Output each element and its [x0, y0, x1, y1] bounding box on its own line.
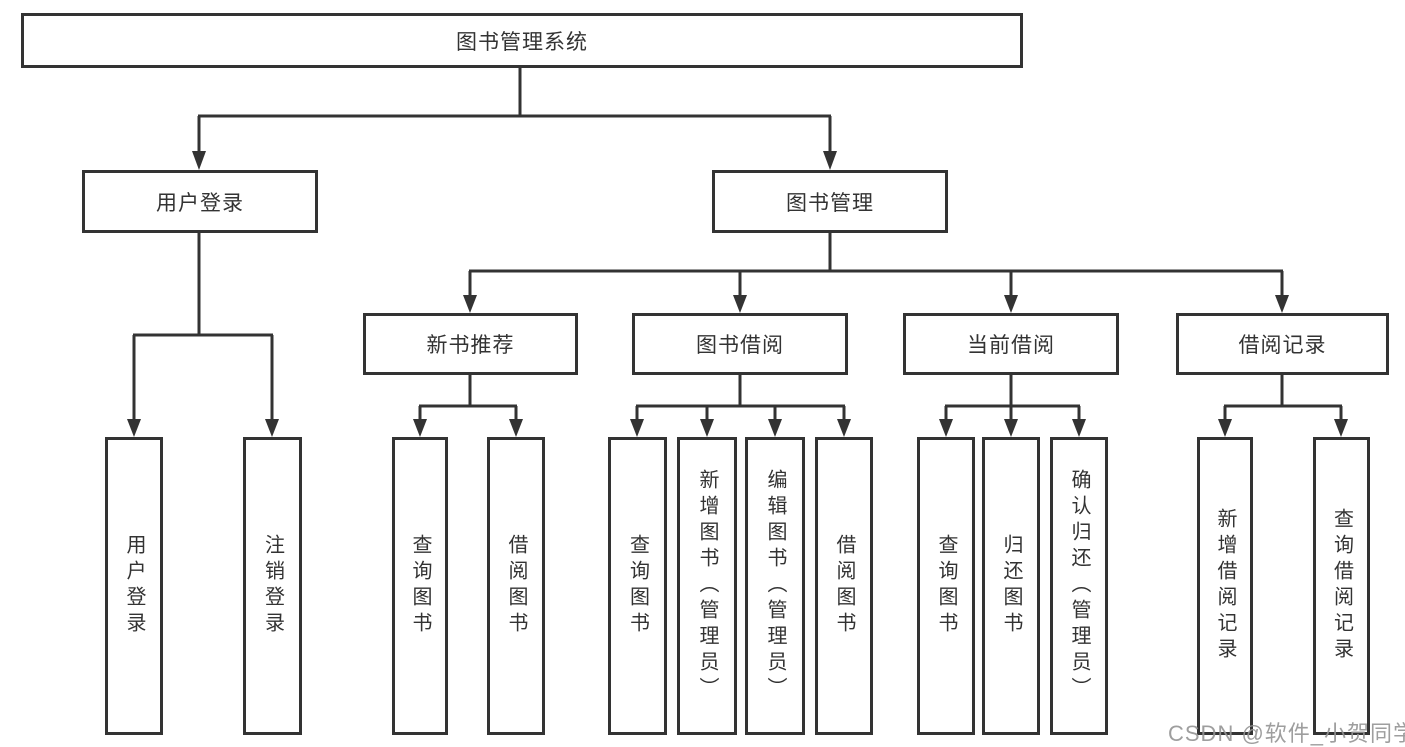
leaf-query-borrow-record: 查询借阅记录 — [1313, 437, 1370, 735]
csdn-watermark: CSDN @软件_小贺同学 — [1168, 721, 1405, 746]
leaf-query-book-newbook: 查询图书 — [392, 437, 448, 735]
node-book-management: 图书管理 — [712, 170, 948, 233]
node-current-borrow: 当前借阅 — [903, 313, 1119, 375]
leaf-add-borrow-record: 新增借阅记录 — [1197, 437, 1253, 735]
leaf-edit-book-admin: 编辑图书（管理员） — [745, 437, 805, 735]
node-borrow-records: 借阅记录 — [1176, 313, 1389, 375]
leaf-borrow-book-newbook: 借阅图书 — [487, 437, 545, 735]
leaf-confirm-return-admin: 确认归还（管理员） — [1050, 437, 1108, 735]
leaf-add-book-admin: 新增图书（管理员） — [677, 437, 737, 735]
node-book-borrow: 图书借阅 — [632, 313, 848, 375]
node-system-root: 图书管理系统 — [21, 13, 1023, 68]
leaf-user-login: 用户登录 — [105, 437, 163, 735]
leaf-query-book-current: 查询图书 — [917, 437, 975, 735]
node-new-book-recommend: 新书推荐 — [363, 313, 578, 375]
leaf-borrow-book: 借阅图书 — [815, 437, 873, 735]
leaf-query-book-borrow: 查询图书 — [608, 437, 667, 735]
leaf-logout: 注销登录 — [243, 437, 302, 735]
arrowhead-icons — [127, 151, 1348, 437]
node-user-login: 用户登录 — [82, 170, 318, 233]
leaf-return-book: 归还图书 — [982, 437, 1040, 735]
